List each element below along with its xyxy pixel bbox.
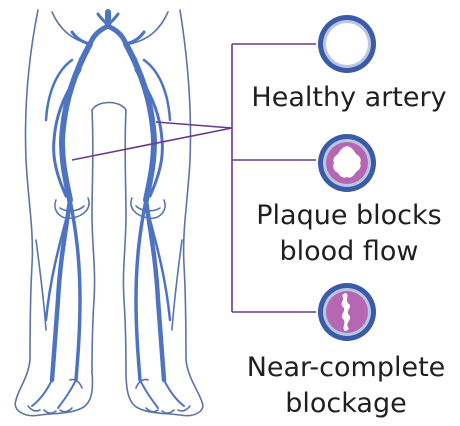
near-complete-label-line-2: blockage xyxy=(232,388,460,420)
plaque-artery-cross-section-icon xyxy=(318,134,376,192)
near-complete-label-line-1: Near-complete xyxy=(232,352,460,384)
plaque-label-line-1: Plaque blocks xyxy=(238,200,460,232)
healthy-artery-label: Healthy artery xyxy=(238,82,460,114)
healthy-artery-cross-section-icon xyxy=(318,15,376,73)
blocked-artery-cross-section-icon xyxy=(318,283,376,341)
legs-outline xyxy=(15,10,203,416)
leg-arteries xyxy=(32,12,184,408)
plaque-label-line-2: blood flow xyxy=(238,236,460,268)
